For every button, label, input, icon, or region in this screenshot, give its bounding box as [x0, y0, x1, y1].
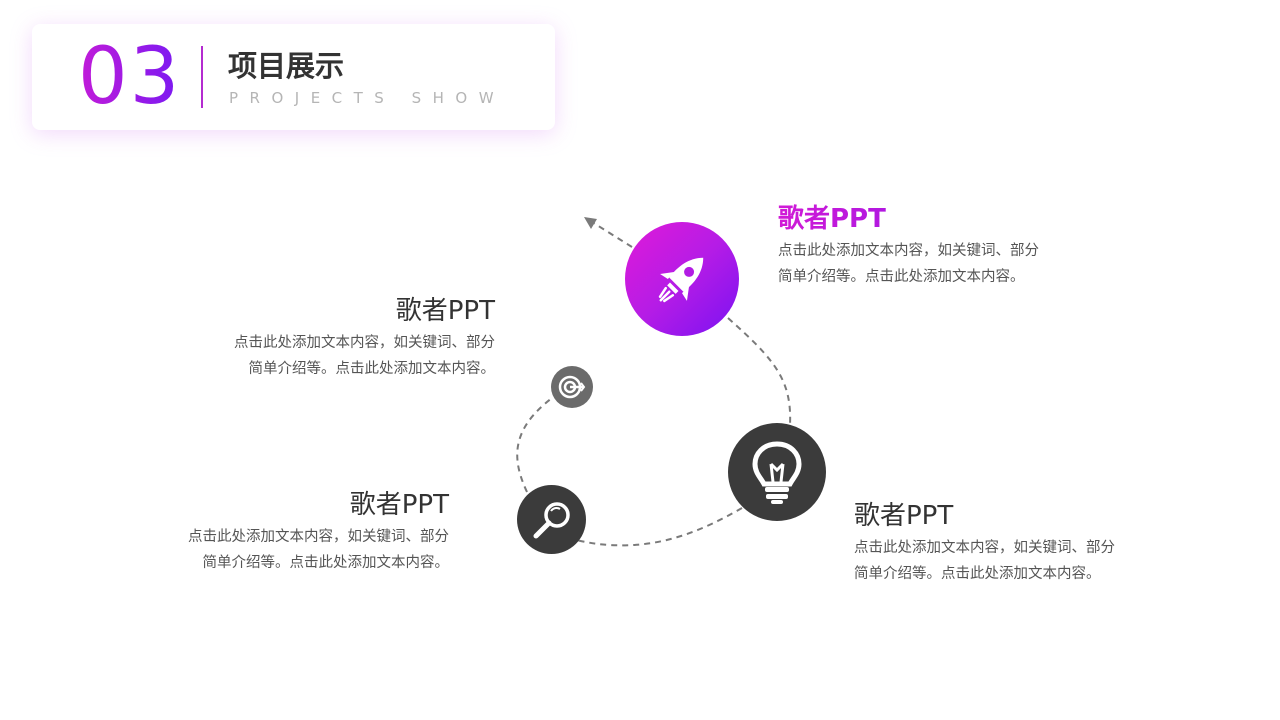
block-title: 歌者PPT — [395, 296, 495, 326]
lightbulb-icon — [752, 441, 802, 504]
description-line: 点击此处添加文本内容，如关键词、部分 — [854, 540, 1115, 556]
block-description: 点击此处添加文本内容，如关键词、部分 简单介绍等。点击此处添加文本内容。 — [180, 330, 495, 382]
text-block-rocket: 歌者PPT 点击此处添加文本内容，如关键词、部分 简单介绍等。点击此处添加文本内… — [778, 204, 1039, 290]
rocket-icon — [658, 257, 704, 303]
description-line: 简单介绍等。点击此处添加文本内容。 — [248, 361, 496, 377]
arrow-head-icon — [584, 217, 597, 229]
section-header-card — [32, 24, 555, 130]
description-line: 简单介绍等。点击此处添加文本内容。 — [778, 269, 1025, 285]
header-divider — [201, 46, 203, 108]
description-line: 简单介绍等。点击此处添加文本内容。 — [202, 555, 450, 571]
block-title: 歌者PPT — [854, 501, 954, 531]
description-line: 点击此处添加文本内容，如关键词、部分 — [234, 335, 495, 351]
text-block-bulb: 歌者PPT 点击此处添加文本内容，如关键词、部分 简单介绍等。点击此处添加文本内… — [854, 501, 1115, 587]
block-description: 点击此处添加文本内容，如关键词、部分 简单介绍等。点击此处添加文本内容。 — [778, 238, 1039, 290]
section-title: 项目展示 — [228, 49, 345, 83]
description-line: 简单介绍等。点击此处添加文本内容。 — [854, 566, 1101, 582]
lightbulb-node — [728, 423, 826, 521]
block-description: 点击此处添加文本内容，如关键词、部分 简单介绍等。点击此处添加文本内容。 — [135, 524, 449, 576]
text-block-target: 歌者PPT 点击此处添加文本内容，如关键词、部分 简单介绍等。点击此处添加文本内… — [180, 296, 495, 382]
section-subtitle: PROJECTS SHOW — [229, 89, 506, 107]
target-node — [551, 366, 593, 408]
description-line: 点击此处添加文本内容，如关键词、部分 — [188, 529, 449, 545]
target-arrow-icon — [558, 375, 586, 399]
block-title: 歌者PPT — [349, 490, 449, 520]
block-title: 歌者PPT — [778, 204, 1039, 234]
text-block-search: 歌者PPT 点击此处添加文本内容，如关键词、部分 简单介绍等。点击此处添加文本内… — [135, 490, 449, 576]
block-description: 点击此处添加文本内容，如关键词、部分 简单介绍等。点击此处添加文本内容。 — [854, 535, 1115, 587]
rocket-node — [625, 222, 739, 336]
magnifier-icon — [533, 501, 570, 538]
description-line: 点击此处添加文本内容，如关键词、部分 — [778, 243, 1039, 259]
section-number: 03 — [78, 32, 182, 122]
search-node — [517, 485, 586, 554]
